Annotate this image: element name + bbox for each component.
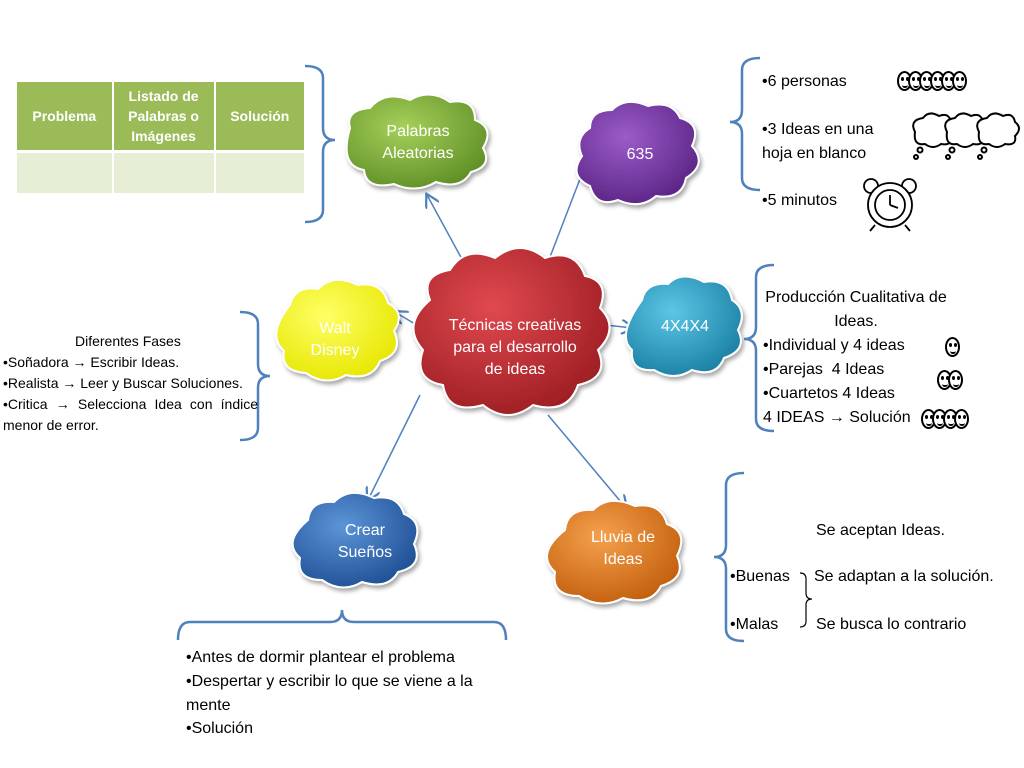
crear-cloud: [291, 491, 419, 589]
crear-item: •Antes de dormir plantear el problema: [186, 649, 455, 666]
smiley-face-icon: [921, 409, 969, 434]
4x4-title: Producción Cualitativa de Ideas.: [765, 289, 947, 330]
crear-item: •Despertar y escribir lo que se viene a …: [186, 673, 473, 714]
brace-buenas-malas: [799, 572, 813, 628]
lluvia-buenas: •Buenas: [730, 568, 790, 585]
arrow-to-crear: [368, 394, 421, 500]
center-cloud: [412, 247, 611, 416]
crear-label: Crear Sueños: [337, 522, 393, 561]
walt-title: Diferentes Fases: [75, 333, 181, 349]
4x4-item: •Cuartetos 4 Ideas: [763, 385, 895, 402]
brace-walt: [239, 310, 271, 442]
walt-label: Walt Disney: [310, 320, 360, 359]
table-cell: [112, 150, 216, 193]
635-item: •5 minutos: [762, 192, 837, 209]
table-cell: [214, 150, 304, 193]
smiley-face-icon: [937, 370, 963, 395]
walt-item: •Critica → Selecciona Idea con índice me…: [3, 396, 258, 433]
brace-lluvia: [713, 471, 745, 643]
palabras-label: Palabras Aleatorias: [382, 122, 454, 162]
lluvia-title: Se aceptan Ideas.: [816, 522, 945, 539]
arrow-to-lluvia: [547, 414, 626, 508]
lluvia-cloud: [546, 499, 683, 605]
table-header: Listado de Palabras o Imágenes: [112, 82, 216, 152]
table-header: Problema: [17, 82, 114, 152]
braces: [176, 56, 813, 643]
walt-item: •Realista → Leer y Buscar Soluciones.: [3, 375, 243, 391]
brace-4x4: [743, 263, 775, 433]
lluvia-label: Lluvia de Ideas: [590, 529, 656, 568]
brace-palabras: [304, 64, 336, 224]
brace-crear: [176, 609, 508, 641]
4x4-item: •Parejas 4 Ideas: [763, 361, 885, 378]
brace-635: [729, 56, 761, 192]
lluvia-buenas-desc: Se adaptan a la solución.: [814, 568, 994, 585]
635-label: 635: [626, 146, 654, 163]
crear-item: •Solución: [186, 720, 253, 737]
635-item: •6 personas: [762, 73, 847, 90]
table-header: Solución: [214, 82, 304, 152]
635-item: •3 Ideas en una hoja en blanco: [762, 121, 874, 162]
thought-bubble-icon: [912, 112, 1020, 160]
problem-table: Problema Listado de Palabras o Imágenes …: [17, 82, 304, 193]
smiley-face-icon: [897, 71, 967, 96]
alarm-clock-icon: [863, 178, 917, 232]
4x4-item: 4 IDEAS → Solución: [763, 409, 911, 426]
4x4-cloud: [624, 275, 743, 377]
walt-item: •Soñadora → Escribir Ideas.: [3, 354, 180, 370]
lluvia-malas: •Malas: [730, 616, 779, 633]
635-cloud: [575, 100, 700, 206]
walt-cloud: [275, 278, 400, 382]
table-cell: [17, 150, 114, 193]
lluvia-malas-desc: Se busca lo contrario: [816, 616, 967, 633]
smiley-face-icon: [945, 337, 960, 362]
4x4-label: 4X4X4: [660, 318, 710, 335]
center-label: Técnicas creativas para el desarrollo de…: [448, 316, 582, 378]
4x4-item: •Individual y 4 ideas: [763, 337, 905, 354]
palabras-cloud: [345, 93, 489, 190]
